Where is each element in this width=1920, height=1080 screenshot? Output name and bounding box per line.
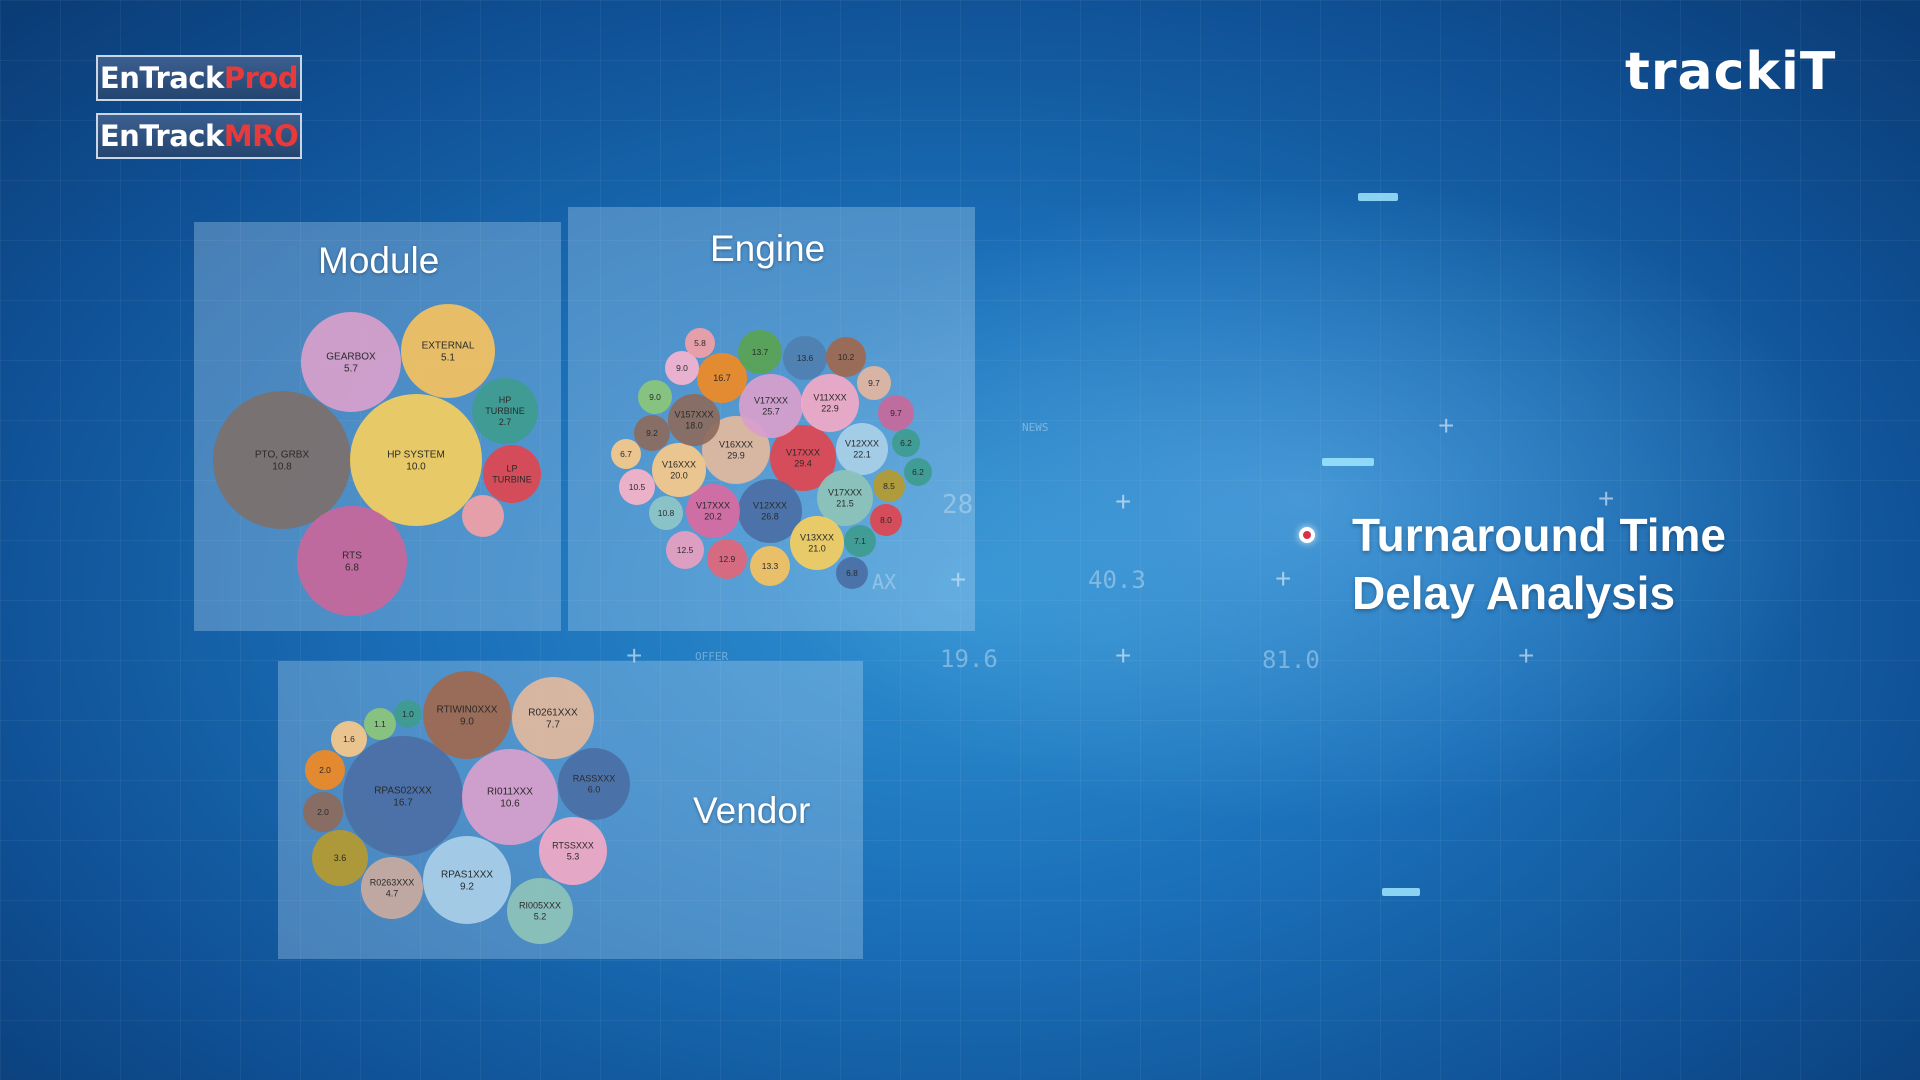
bubble-value: 20.2	[704, 512, 722, 522]
bubble-value: 2.0	[319, 765, 331, 775]
bubble-value: 10.0	[406, 462, 426, 473]
bubble-value: 9.0	[649, 392, 661, 402]
bubble-label: V13XXX	[800, 533, 834, 543]
bubble-label: EXTERNAL	[422, 341, 475, 352]
bubble-value: 21.0	[808, 544, 826, 554]
bubble-value: 29.9	[727, 451, 745, 461]
bubble-label: GEARBOX	[326, 352, 376, 363]
module-bubble-chart: GEARBOX5.7EXTERNAL5.1HPTURBINE2.7PTO, GR…	[213, 304, 541, 616]
bubble-label: TURBINE	[485, 406, 525, 416]
bubble-label: V16XXX	[719, 440, 753, 450]
bubble-value: 5.3	[567, 852, 580, 862]
bubble-label: V157XXX	[674, 410, 713, 420]
bubble-label: V12XXX	[753, 501, 787, 511]
bubble-value: 10.8	[272, 462, 292, 473]
bubble-label: RI011XXX	[487, 787, 533, 798]
bubble-value: 5.2	[534, 912, 547, 922]
bubble-value: 8.0	[880, 515, 892, 525]
bubble-value: 10.2	[838, 352, 855, 362]
bubble-value: 18.0	[685, 421, 703, 431]
bubble-label: RASSXXX	[573, 774, 616, 784]
bubble-label: TURBINE	[492, 475, 532, 485]
bubble-value: 6.7	[620, 449, 632, 459]
bubble-value: 9.2	[460, 882, 474, 893]
bubble-label: RTIWIN0XXX	[437, 705, 498, 716]
bubble-value: 8.5	[883, 481, 895, 491]
bubble-value: 2.0	[317, 807, 329, 817]
bubble-value: 13.7	[752, 347, 769, 357]
bubble[interactable]	[462, 495, 504, 537]
bubble-value: 16.7	[393, 798, 413, 809]
bubble-label: RTS	[342, 551, 362, 562]
vendor-bubble-chart: RPAS02XXX16.7 RI011XXX10.6RPAS1XXX9.2 RTIW…	[303, 671, 630, 944]
bubble-value: 6.2	[900, 438, 912, 448]
bubble-value: 6.0	[588, 785, 601, 795]
bubble-value: 25.7	[762, 407, 780, 417]
headline-bullet-icon	[1299, 527, 1315, 543]
headline: Turnaround Time Delay Analysis	[1352, 506, 1872, 622]
bubble-value: 6.8	[846, 568, 858, 578]
headline-line-2: Delay Analysis	[1352, 564, 1872, 622]
bubble-label: RTSSXXX	[552, 841, 594, 851]
bubble-label: V17XXX	[828, 488, 862, 498]
bubble-label: LP	[506, 464, 517, 474]
bubble-value: 13.6	[797, 353, 814, 363]
bubble-value: 6.8	[345, 563, 359, 574]
bubble-value: 4.7	[386, 889, 399, 899]
bubble-value: 16.7	[713, 373, 731, 383]
bubble-value: 26.8	[761, 512, 779, 522]
bubble-value: 21.5	[836, 499, 854, 509]
bubble-value: 7.1	[854, 536, 866, 546]
bubble-value: 20.0	[670, 471, 688, 481]
bubble-label: V11XXX	[813, 393, 846, 403]
bubble-label: R0261XXX	[528, 708, 578, 719]
bubble-value: 9.2	[646, 428, 658, 438]
engine-bubble-chart: V17XXX29.4V16XXX29.9V12XXX26.8V17XXX25.7…	[611, 328, 932, 589]
bubble-value: 12.9	[719, 554, 736, 564]
bubble-label: HP	[499, 395, 512, 405]
bubble-label: RPAS1XXX	[441, 870, 493, 881]
bubble-value: 22.9	[821, 404, 839, 414]
bubble-label: V17XXX	[696, 501, 730, 511]
bubble-value: 22.1	[853, 450, 871, 460]
bubble-value: 5.8	[694, 338, 706, 348]
bubble-value: 10.5	[629, 482, 646, 492]
headline-line-1: Turnaround Time	[1352, 506, 1872, 564]
bubble-value: 10.8	[658, 508, 675, 518]
bubble-value: 2.7	[499, 417, 512, 427]
bubble-value: 29.4	[794, 459, 812, 469]
bubble-value: 9.0	[676, 363, 688, 373]
bubble-value: 10.6	[500, 799, 520, 810]
bubble-value: 9.7	[868, 378, 880, 388]
bubble-value: 13.3	[762, 561, 779, 571]
bubble-label: V17XXX	[786, 448, 820, 458]
bubble-label: PTO, GRBX	[255, 450, 310, 461]
bubble-value: 1.1	[374, 719, 386, 729]
bubble-value: 9.7	[890, 408, 902, 418]
bubble-label: V12XXX	[845, 439, 879, 449]
bubble-value: 9.0	[460, 717, 474, 728]
bubble-label: RI005XXX	[519, 901, 561, 911]
bubble-label: R0263XXX	[370, 878, 415, 888]
bubble-value: 5.1	[441, 353, 455, 364]
bubble-label: RPAS02XXX	[374, 786, 432, 797]
bubble-value: 1.6	[343, 734, 355, 744]
bubble-value: 12.5	[677, 545, 694, 555]
bubble-label: V17XXX	[754, 396, 788, 406]
bubble-value: 1.0	[402, 709, 414, 719]
bubble-value: 6.2	[912, 467, 924, 477]
bubble-value: 7.7	[546, 720, 560, 731]
bubble-value: 5.7	[344, 364, 358, 375]
bubble-label: HP SYSTEM	[387, 450, 445, 461]
bubble-label: V16XXX	[662, 460, 696, 470]
bubble-value: 3.6	[334, 853, 347, 863]
